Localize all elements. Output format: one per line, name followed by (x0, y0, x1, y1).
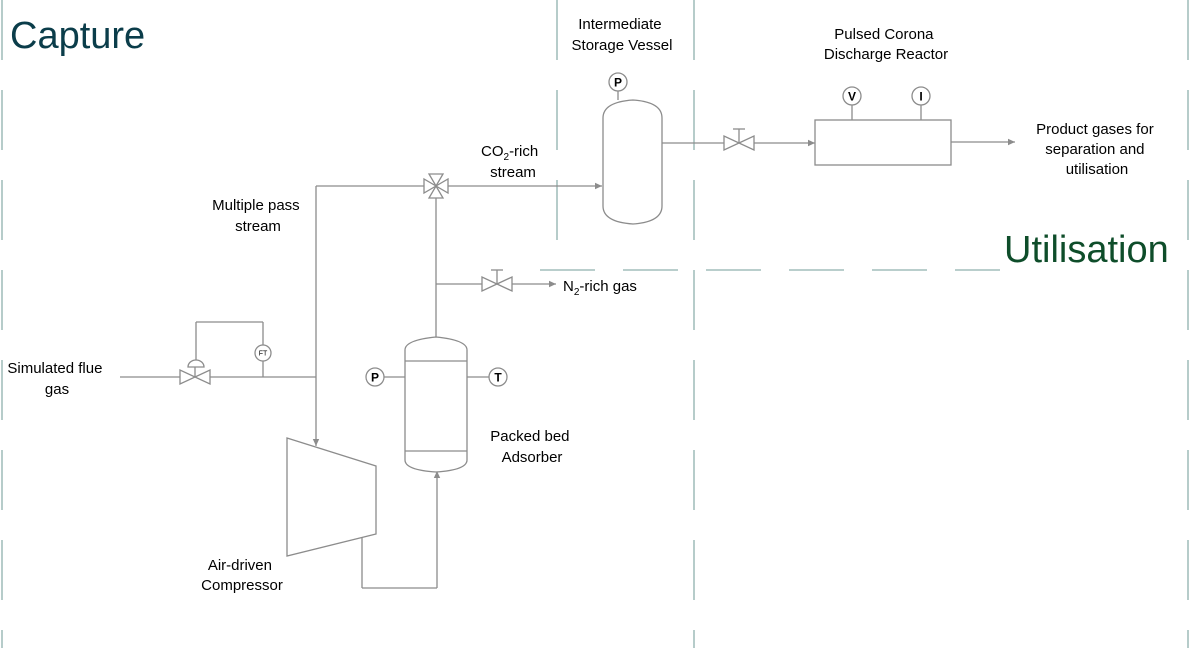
n2-gate-valve (481, 269, 513, 293)
n2-gas-label: N2-rich gas (563, 278, 637, 298)
multiple-pass-label: Multiple pass stream (212, 197, 304, 235)
flue-gas-label: Simulated flue gas (7, 360, 106, 398)
svg-text:T: T (494, 371, 502, 385)
svg-text:I: I (919, 90, 922, 104)
reactor-inlet-valve (723, 128, 755, 152)
reactor-voltage-meter: V (842, 86, 862, 106)
adsorber-pressure-gauge: P (365, 367, 385, 387)
product-gases-label: Product gases for separation and utilisa… (1036, 121, 1158, 178)
adsorber-temperature-gauge: T (488, 367, 508, 387)
co2-stream-label-line2: stream (490, 164, 536, 181)
co2-stream-label: CO2-rich (481, 143, 538, 163)
reactor-label: Pulsed Corona Discharge Reactor (824, 26, 948, 63)
svg-text:P: P (614, 76, 622, 90)
flow-control-valve (179, 359, 211, 386)
storage-vessel-label: Intermediate Storage Vessel (572, 16, 673, 54)
adsorber-label: Packed bed Adsorber (490, 428, 573, 466)
flow-transmitter: FT (254, 344, 272, 362)
svg-text:FT: FT (259, 351, 268, 358)
three-way-valve (423, 173, 449, 199)
reactor-current-meter: I (911, 86, 931, 106)
storage-vessel (602, 99, 663, 225)
packed-bed-adsorber (404, 336, 468, 473)
capture-zone-title: Capture (10, 15, 145, 57)
compressor-label: Air-driven Compressor (201, 557, 283, 594)
svg-text:P: P (371, 371, 379, 385)
svg-text:V: V (848, 90, 856, 104)
air-driven-compressor (286, 437, 377, 557)
utilisation-zone-title: Utilisation (1004, 229, 1169, 271)
corona-reactor (814, 119, 952, 166)
process-piping (120, 91, 1015, 589)
vessel-pressure-gauge: P (608, 72, 628, 92)
